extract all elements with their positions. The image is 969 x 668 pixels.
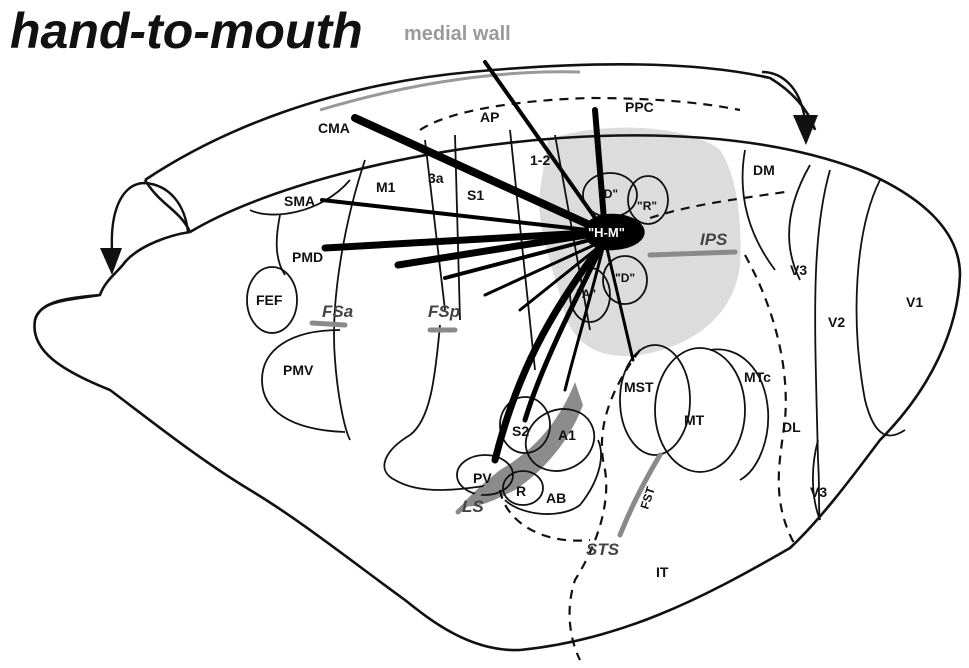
label-dl: DL (782, 419, 801, 435)
label-sma: SMA (284, 193, 315, 209)
label-ppc-a: "A" (576, 287, 596, 301)
label-ppc: PPC (625, 99, 654, 115)
label-a1: A1 (558, 427, 576, 443)
label-3a: 3a (428, 170, 444, 186)
label-mst: MST (624, 379, 654, 395)
label-1-2: 1-2 (530, 152, 550, 168)
label-s2: S2 (512, 423, 529, 439)
label-fsa: FSa (322, 302, 353, 321)
label-fef: FEF (256, 292, 283, 308)
v2-boundary (815, 170, 830, 520)
label-v1: V1 (906, 294, 923, 310)
label-mt: MT (684, 412, 705, 428)
medial-wall-label: medial wall (404, 23, 511, 45)
label-v3-upper: V3 (790, 262, 807, 278)
fsa-marker (312, 323, 345, 325)
label-ab: AB (546, 490, 566, 506)
insula-outline (384, 325, 490, 490)
label-v2: V2 (828, 314, 845, 330)
label-dm: DM (753, 162, 775, 178)
frontal-pole (35, 295, 100, 320)
medial-arrow-right (762, 72, 805, 120)
label-ppc-r: "R" (637, 199, 657, 213)
label-fsp: FSp (428, 302, 460, 321)
medial-arrow-left (112, 183, 188, 250)
label-v3-lower: V3 (810, 484, 827, 500)
v1-boundary (857, 180, 905, 436)
ppc-dashed-boundary (420, 98, 740, 130)
pmv-outline (262, 330, 345, 432)
label-mtc: MTc (744, 369, 771, 385)
label-sts: STS (586, 540, 620, 559)
label-pmv: PMV (283, 362, 314, 378)
lower-dashed-boundary (500, 490, 590, 541)
ips-marker (650, 252, 735, 255)
label-pv: PV (473, 470, 492, 486)
hm-connection-lines (322, 62, 633, 460)
pmd-boundary (277, 215, 285, 275)
mt-outline (655, 348, 745, 472)
label-hm: "H-M" (588, 225, 625, 240)
figure-title: hand-to-mouth (10, 3, 363, 59)
label-ips: IPS (700, 230, 728, 249)
label-m1: M1 (376, 179, 396, 195)
label-pmd: PMD (292, 249, 323, 265)
area-3a-left (425, 140, 445, 310)
label-ap: AP (480, 109, 499, 125)
label-it: IT (656, 564, 669, 580)
label-ls: LS (462, 497, 484, 516)
label-ppc-d-upper: "D" (598, 187, 618, 201)
label-r: R (516, 483, 526, 499)
mt-dashed-boundary (745, 255, 795, 545)
label-cma: CMA (318, 120, 350, 136)
label-s1: S1 (467, 187, 484, 203)
label-ppc-d-lower: "D" (615, 271, 635, 285)
